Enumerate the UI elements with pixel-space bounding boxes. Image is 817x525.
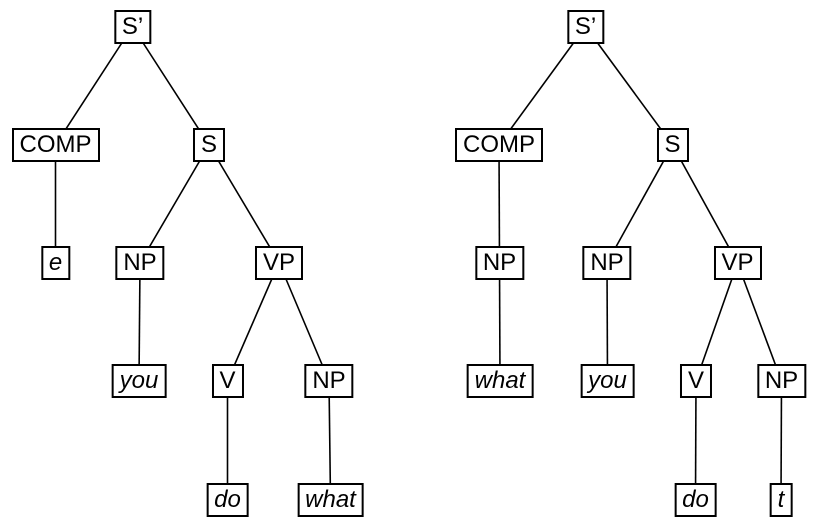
edge-left-vp-v [226,262,280,382]
left-node-comp: COMP [11,128,100,162]
edge-left-np-you [138,262,141,382]
left-node-v: V [211,364,244,398]
right-node-np-object: NP [756,364,807,398]
left-node-np-subject: NP [115,246,165,280]
left-node-you: you [111,364,167,398]
edge-right-np-you [606,262,609,382]
edge-right-s-np [606,144,674,264]
right-node-v: V [679,364,713,398]
edge-right-comp-np [498,144,501,264]
right-node-do: do [674,482,717,517]
right-node-s-prime: S’ [566,9,605,44]
edge-right-vp-v [695,262,739,382]
left-node-e: e [40,245,71,280]
right-node-you: you [580,364,635,398]
right-node-comp: COMP [455,128,543,162]
edge-right-sprime-comp [498,26,587,146]
edge-left-s-np [139,144,210,264]
edge-right-s-vp [671,144,739,264]
left-node-what: what [297,482,364,517]
edge-left-vp-np [278,262,330,382]
edge-left-np-what [328,380,332,500]
right-node-vp: VP [713,246,762,280]
right-node-np-subject: NP [582,246,632,280]
left-node-do: do [206,482,249,517]
left-node-s-prime: S’ [113,9,152,44]
right-node-what: what [466,364,534,398]
right-node-t: t [769,482,793,517]
edge-right-sprime-s [584,26,674,146]
edge-left-s-vp [208,144,280,263]
right-node-s: S [656,128,689,162]
edge-left-sprime-s [131,26,210,146]
edge-left-sprime-comp [54,26,134,146]
edge-right-vp-np [736,262,783,382]
edge-right-v-do [694,380,697,500]
left-node-s: S [192,128,226,162]
edge-right-np-t [780,380,783,500]
right-node-comp-np: NP [474,246,525,280]
left-node-np-object: NP [304,364,354,398]
left-node-vp: VP [254,245,304,280]
edge-right-compnp-what [498,262,501,382]
